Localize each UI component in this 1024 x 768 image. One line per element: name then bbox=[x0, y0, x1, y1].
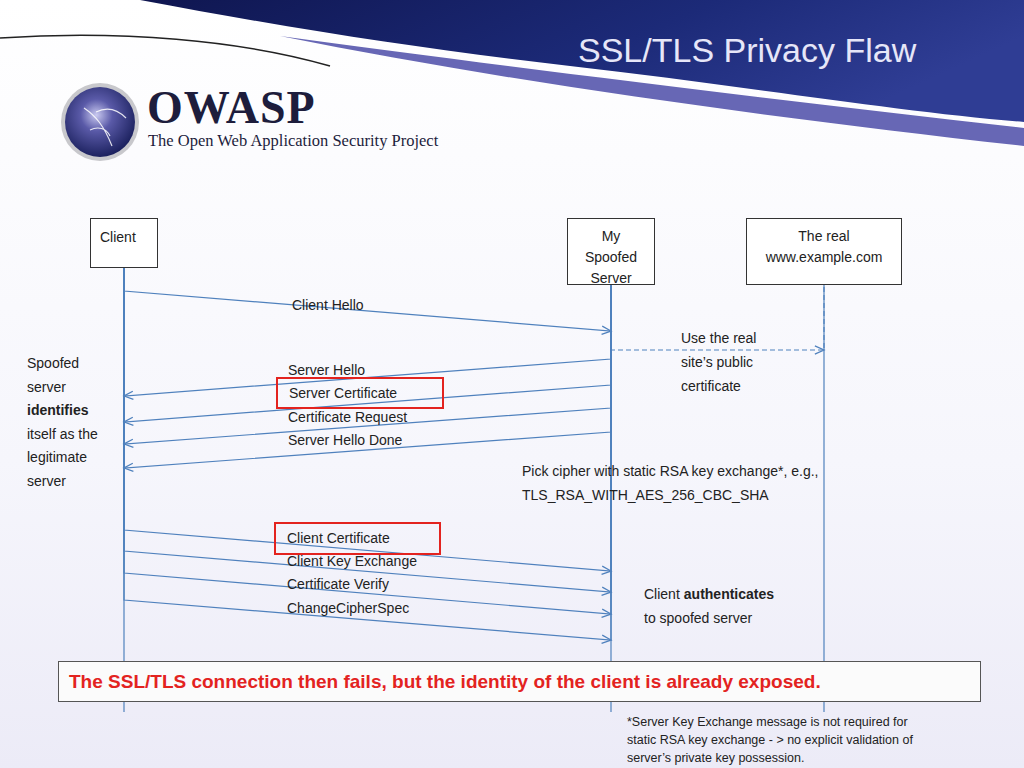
annotation-text: identifies bbox=[27, 399, 117, 423]
message-line bbox=[124, 268, 611, 444]
annotation-text: Spoofed server bbox=[27, 352, 117, 399]
annotation-text: Client bbox=[644, 582, 680, 606]
message-label: Use the real site’s public certificate bbox=[681, 326, 761, 398]
conclusion-box: The SSL/TLS connection then fails, but t… bbox=[58, 661, 981, 702]
highlight-box: Client Certificate bbox=[274, 522, 441, 555]
logo-text: The Open Web Application Security Projec… bbox=[148, 131, 468, 151]
participant-box: The real www.example.com bbox=[746, 218, 902, 285]
message-line bbox=[124, 268, 611, 468]
arrow-head bbox=[602, 609, 611, 617]
message-line bbox=[124, 268, 611, 640]
note-group: Clientauthenticatesto spoofed server bbox=[644, 582, 804, 630]
message-arrow bbox=[124, 268, 611, 574]
client-lifeline bbox=[123, 268, 124, 712]
logo-disc bbox=[65, 87, 135, 157]
message-arrow bbox=[124, 268, 611, 595]
node-text: My Spoofed Server bbox=[568, 219, 654, 289]
message-arrow bbox=[124, 268, 611, 447]
message-label: Server Hello bbox=[288, 361, 365, 379]
message-label: Certificate Verify bbox=[287, 575, 389, 593]
message-line bbox=[124, 268, 611, 614]
message-label: Client Key Exchange bbox=[287, 552, 417, 570]
message-line bbox=[124, 268, 611, 571]
header-curve bbox=[0, 35, 330, 66]
message-label: Server Hello Done bbox=[288, 431, 402, 449]
logo-ring bbox=[61, 83, 139, 161]
logo-text: OWASP bbox=[147, 84, 447, 132]
message-arrow bbox=[124, 268, 611, 617]
message-label: Client Hello bbox=[292, 296, 364, 314]
message-arrow bbox=[124, 268, 611, 425]
arrow-head bbox=[124, 463, 133, 471]
participant-box: Client bbox=[90, 218, 158, 268]
message-arrow bbox=[124, 268, 611, 399]
arrow-head bbox=[124, 417, 133, 425]
node-text: Server Certificate bbox=[289, 379, 442, 407]
arrow-head bbox=[815, 346, 824, 354]
arrow-head bbox=[602, 326, 611, 334]
arrow-head bbox=[124, 439, 133, 447]
message-label: ChangeCipherSpec bbox=[287, 599, 409, 617]
message-line bbox=[124, 268, 611, 592]
message-arrow bbox=[124, 268, 611, 471]
annotation-text: *Server Key Exchange message is not requ… bbox=[627, 713, 939, 767]
message-line bbox=[124, 268, 611, 331]
node-text: Client bbox=[91, 219, 157, 248]
arrow-head bbox=[124, 391, 133, 399]
arrow-head bbox=[602, 635, 611, 643]
node-text: The SSL/TLS connection then fails, but t… bbox=[59, 662, 980, 702]
node-text: The real www.example.com bbox=[747, 219, 901, 268]
arrow-head bbox=[602, 566, 611, 574]
annotation-text: itself as the legitimate server bbox=[27, 423, 117, 494]
note-group: Spoofed serveridentifiesitself as the le… bbox=[27, 352, 117, 493]
highlight-box: Server Certificate bbox=[276, 377, 444, 409]
annotation-text: Pick cipher with static RSA key exchange… bbox=[522, 459, 822, 507]
message-arrow bbox=[124, 268, 611, 643]
arrow-head bbox=[602, 587, 611, 595]
slide-title: SSL/TLS Privacy Flaw bbox=[578, 30, 916, 70]
annotation-text: authenticates bbox=[684, 582, 774, 606]
participant-box: My Spoofed Server bbox=[567, 218, 655, 285]
node-text: Client Certificate bbox=[287, 524, 439, 552]
message-label: Certificate Request bbox=[288, 408, 407, 426]
message-line bbox=[124, 268, 611, 422]
real-lifeline bbox=[823, 285, 824, 712]
annotation-text: to spoofed server bbox=[644, 606, 804, 630]
message-arrow bbox=[124, 268, 611, 334]
logo-wasp bbox=[84, 108, 126, 146]
